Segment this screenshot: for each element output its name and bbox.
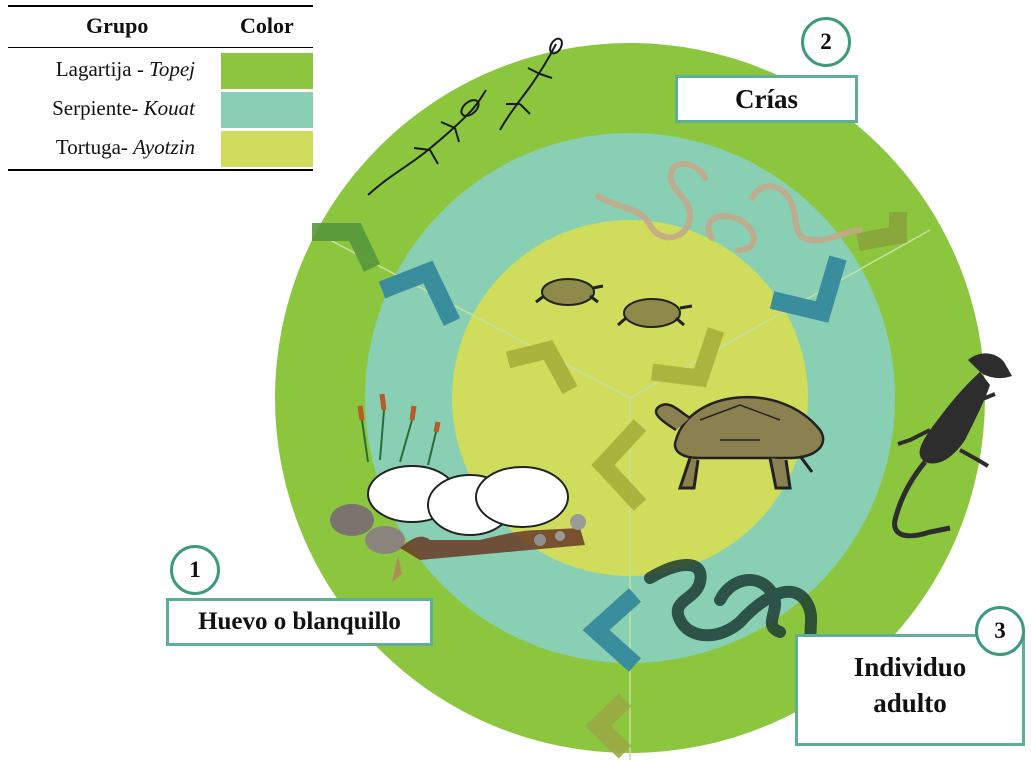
stage-label-crias: Crías xyxy=(675,75,858,123)
stage-label-adulto-line1: Individuo xyxy=(798,649,1022,685)
stage-number-1: 1 xyxy=(170,545,220,595)
stage-label-huevo: Huevo o blanquillo xyxy=(166,598,433,646)
stage-number-2: 2 xyxy=(801,17,851,67)
stage-number-3: 3 xyxy=(975,606,1025,656)
stage-label-adulto-line2: adulto xyxy=(798,685,1022,721)
